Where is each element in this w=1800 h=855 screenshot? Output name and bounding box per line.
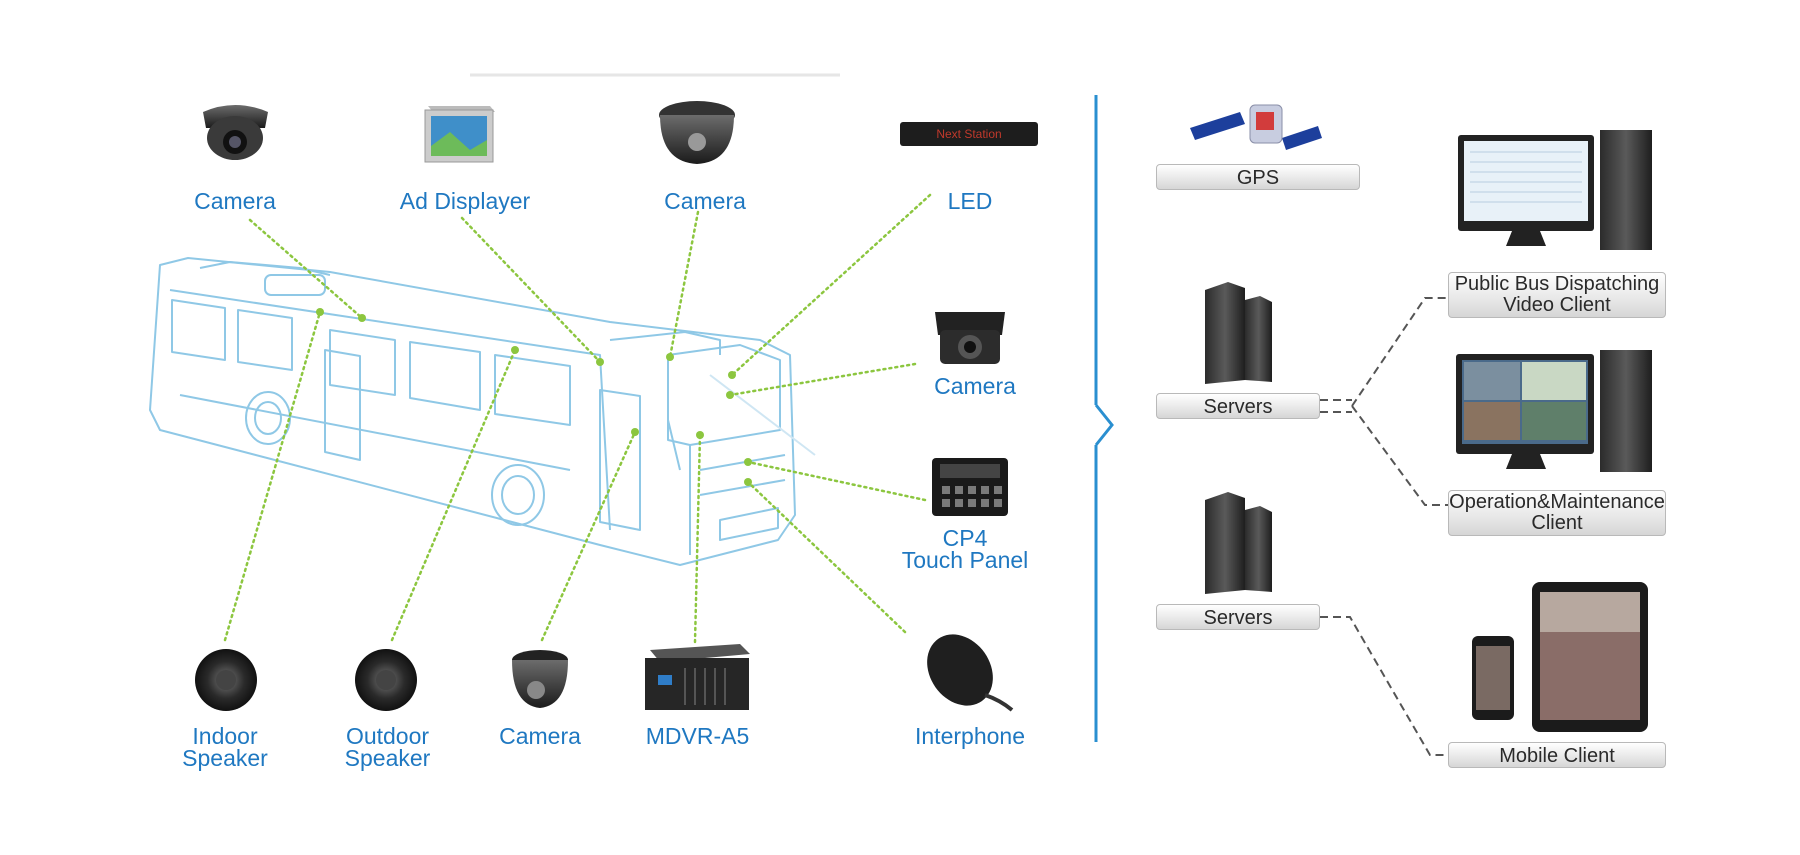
vehicle-camera-icon [935, 312, 1005, 364]
interphone-icon [927, 634, 1014, 712]
camera-label: Camera [194, 188, 276, 214]
camera-label: Camera [934, 373, 1016, 399]
divider [1094, 95, 1114, 742]
touch-panel-icon [932, 458, 1008, 516]
interphone-label: Interphone [915, 723, 1025, 749]
connector-lines [223, 193, 932, 644]
connector-dots [316, 308, 752, 486]
ad-displayer-icon [424, 106, 495, 163]
servers-box: Servers [1156, 393, 1320, 419]
tablet-icon [1532, 582, 1648, 732]
camera-label: Camera [664, 188, 746, 214]
smartphone-icon [1472, 636, 1514, 720]
led-screen-text: Next Station [936, 127, 1002, 141]
ad-displayer-label: Ad Displayer [399, 188, 531, 214]
mdvr-label: MDVR-A5 [645, 723, 750, 749]
camera-label: Camera [499, 723, 581, 749]
servers-box: Servers [1156, 604, 1320, 630]
dome-camera-icon [512, 650, 568, 708]
gps-box: GPS [1156, 164, 1360, 190]
desktop-computer-icon [1458, 130, 1652, 250]
mdvr-device-icon [645, 644, 750, 710]
speaker-icon [195, 649, 257, 711]
server-rack-icon [1205, 282, 1272, 384]
dome-camera-icon [203, 105, 268, 160]
satellite-icon [1190, 104, 1322, 150]
bus-outline [149, 257, 816, 566]
dashed-links [1320, 297, 1448, 756]
server-rack-icon [1205, 492, 1272, 594]
dome-camera-icon [659, 101, 735, 164]
led-display-icon [900, 122, 1038, 146]
desktop-computer-icon [1456, 350, 1652, 472]
led-label: LED [947, 188, 993, 214]
mobile-client-box: Mobile Client [1448, 742, 1666, 768]
speaker-icon [355, 649, 417, 711]
